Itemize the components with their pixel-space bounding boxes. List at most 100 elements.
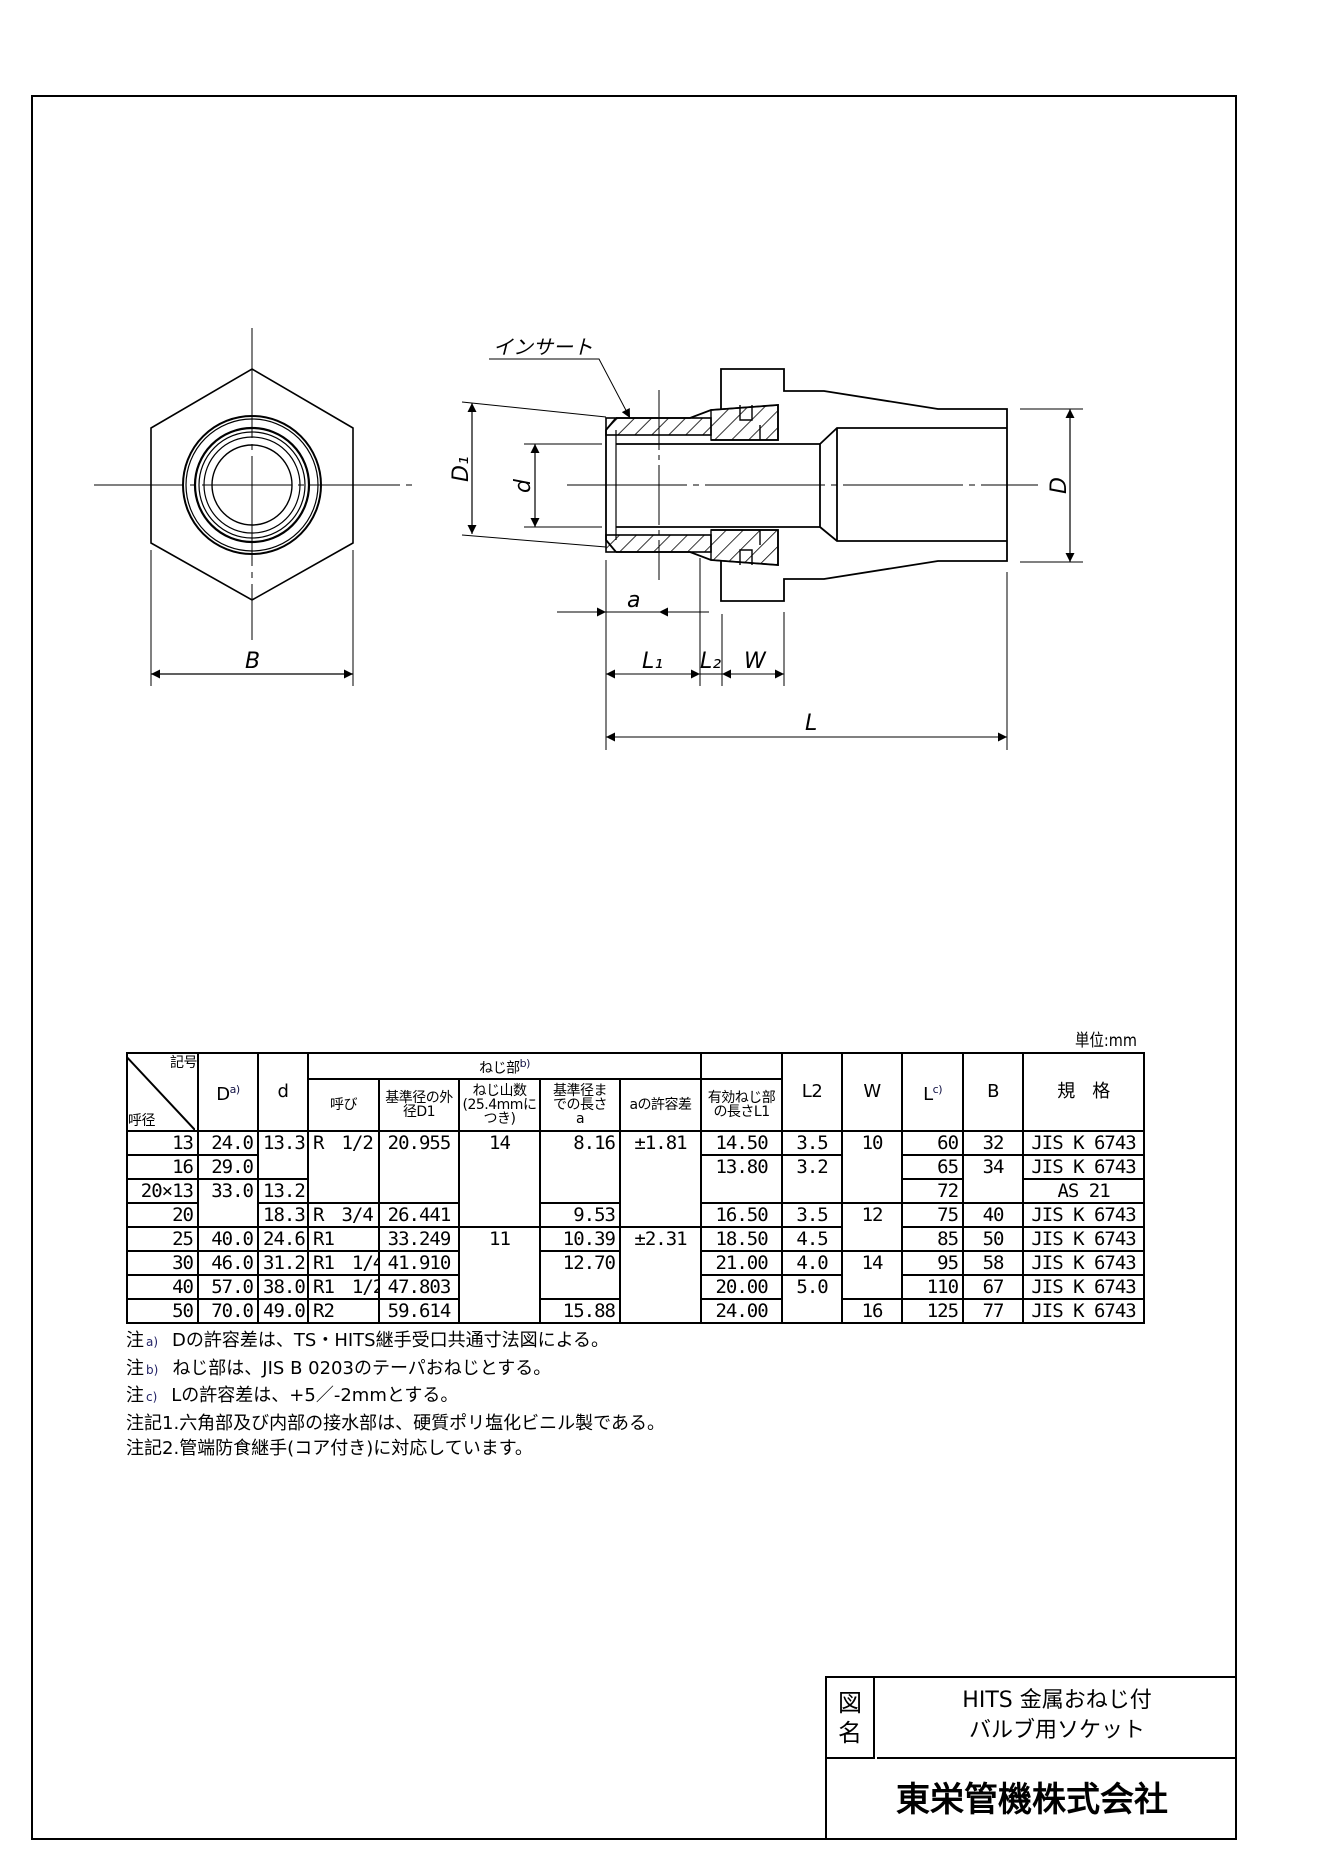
cell-nominal: 25 <box>126 1226 199 1252</box>
cell-B: 67 <box>962 1274 1025 1300</box>
header-B: B <box>962 1052 1025 1132</box>
cell-L: 65 <box>901 1154 965 1180</box>
dim-label-L1: L₁ <box>642 649 663 674</box>
cell-W: 16 <box>841 1298 904 1324</box>
cell-D: 33.0 <box>197 1178 259 1228</box>
note-prefix: 注 <box>126 1330 144 1351</box>
cell-L1: 16.50 <box>700 1202 784 1228</box>
dim-label-B: B <box>245 649 260 674</box>
note-mark: c) <box>146 1390 158 1404</box>
note-prefix: 注記1. <box>126 1412 180 1434</box>
cell-standard: JIS K 6743 <box>1022 1274 1146 1300</box>
cell-L2: 4.0 <box>781 1250 844 1276</box>
cell-a-tolerance: ±2.31 <box>618 1226 703 1324</box>
cell-yobi: R 1/2 <box>307 1130 380 1204</box>
cell-L2: 4.5 <box>781 1226 844 1252</box>
dim-label-D: D <box>1047 477 1072 494</box>
cell-D1: 33.249 <box>378 1226 460 1252</box>
header-spacer <box>700 1052 784 1079</box>
header-D: Da) <box>197 1052 259 1132</box>
cell-standard: JIS K 6743 <box>1022 1298 1146 1324</box>
header-L1: 有効ねじ部の長さL1 <box>700 1077 784 1133</box>
cell-nominal: 16 <box>126 1154 199 1180</box>
cell-L1: 18.50 <box>700 1226 784 1252</box>
header-thread-group: ねじ部b) <box>306 1052 703 1080</box>
drawing-title-line1: HITS 金属おねじ付 <box>962 1688 1152 1713</box>
cell-D: 46.0 <box>197 1250 259 1276</box>
cell-D1: 20.955 <box>378 1130 460 1204</box>
cell-B: 34 <box>962 1154 1025 1204</box>
drawing-title-line2: バルブ用ソケット <box>968 1718 1145 1743</box>
dim-label-D1: D₁ <box>449 456 474 482</box>
cell-L: 85 <box>901 1226 965 1252</box>
insert-label: インサート <box>493 335 593 359</box>
cell-L: 125 <box>901 1298 965 1324</box>
cell-yobi: R1 1/4 <box>307 1250 380 1276</box>
cell-standard: JIS K 6743 <box>1022 1202 1146 1228</box>
header-yobi: 呼び <box>307 1077 380 1133</box>
drawing-title: HITS 金属おねじ付 バルブ用ソケット <box>877 1678 1237 1759</box>
title-block: 図名 HITS 金属おねじ付 バルブ用ソケット 東栄管機株式会社 <box>825 1676 1237 1840</box>
cell-yobi: R1 1/2 <box>307 1274 380 1300</box>
header-symbol: 記号 <box>170 1055 197 1071</box>
corner-header: 記号 呼径 <box>126 1052 199 1132</box>
diagonal-line <box>129 1057 195 1129</box>
cell-yobi: R1 <box>307 1226 380 1252</box>
cell-L1: 13.80 <box>700 1154 784 1204</box>
note-prefix: 注 <box>126 1385 144 1406</box>
dim-label-L2: L₂ <box>700 649 721 674</box>
cell-B: 50 <box>962 1226 1025 1252</box>
cell-nominal: 20×13 <box>126 1178 199 1204</box>
cell-nominal: 50 <box>126 1298 199 1324</box>
cell-standard: JIS K 6743 <box>1022 1250 1146 1276</box>
cell-L: 95 <box>901 1250 965 1276</box>
cell-a: 10.39 <box>539 1226 621 1252</box>
cell-standard: AS 21 <box>1022 1178 1146 1204</box>
note-mark: b) <box>146 1362 159 1377</box>
cell-thread-count: 14 <box>458 1130 541 1228</box>
title-label: 図名 <box>827 1678 875 1759</box>
cell-B: 77 <box>962 1298 1025 1324</box>
cell-B: 40 <box>962 1202 1025 1228</box>
cell-a-tolerance: ±1.81 <box>618 1130 703 1228</box>
cell-D1: 41.910 <box>378 1250 460 1276</box>
cell-W: 10 <box>841 1130 904 1204</box>
cell-nominal: 13 <box>126 1130 199 1156</box>
header-standard: 規 格 <box>1022 1052 1146 1132</box>
cell-L: 75 <box>901 1202 965 1228</box>
header-a-tolerance: aの許容差 <box>618 1077 703 1133</box>
cell-B: 58 <box>962 1250 1025 1276</box>
cell-d: 49.0 <box>257 1298 309 1324</box>
cell-L1: 21.00 <box>700 1250 784 1276</box>
cell-a: 8.16 <box>539 1130 621 1204</box>
header-a: 基準径までの長さa <box>539 1077 621 1133</box>
dim-label-L: L <box>805 711 817 736</box>
note-prefix: 注記2. <box>126 1438 180 1459</box>
cell-a: 12.70 <box>539 1250 621 1300</box>
hex-end-view <box>94 328 412 686</box>
note-mark: a) <box>146 1335 159 1349</box>
spec-table: 記号 呼径 Da) d ねじ部b) L2 W Lc) B 規 格 呼び 基準径の… <box>126 1052 1146 1324</box>
cell-yobi: R 3/4 <box>307 1202 380 1228</box>
cell-L1: 20.00 <box>700 1274 784 1300</box>
cell-standard: JIS K 6743 <box>1022 1154 1146 1180</box>
cell-standard: JIS K 6743 <box>1022 1226 1146 1252</box>
cell-D1: 26.441 <box>378 1202 460 1228</box>
note-text: ねじ部は、JIS B 0203のテーパおねじとする。 <box>172 1357 552 1379</box>
cell-L: 110 <box>901 1274 965 1300</box>
cell-d: 13.3 <box>257 1130 309 1180</box>
cell-nominal: 30 <box>126 1250 199 1276</box>
company-name: 東栄管機株式会社 <box>896 1780 1168 1820</box>
note-text: 六角部及び内部の接水部は、硬質ポリ塩化ビニル製である。 <box>179 1412 666 1434</box>
cell-D: 29.0 <box>197 1154 259 1180</box>
